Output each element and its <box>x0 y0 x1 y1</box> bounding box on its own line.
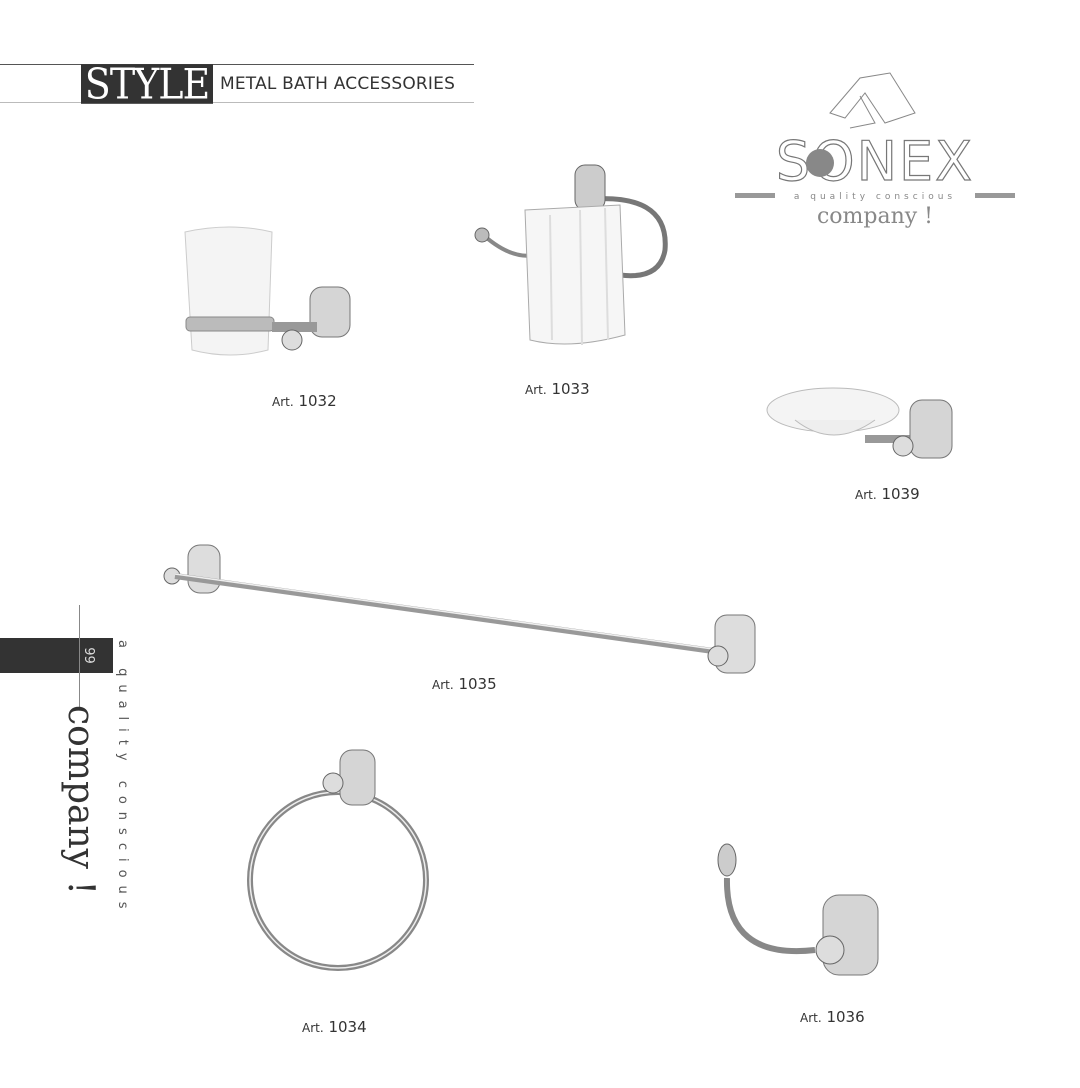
sonex-logo: SONEX a quality conscious company ! <box>735 72 1015 229</box>
header-rule-bottom <box>0 102 474 103</box>
robe-hook-image <box>717 843 879 976</box>
soap-dish-image <box>766 387 953 459</box>
category-title: METAL BATH ACCESSORIES <box>220 74 456 94</box>
logo-company: company ! <box>817 204 933 229</box>
series-title: STYLE <box>81 63 213 105</box>
side-company: company ! <box>60 705 101 895</box>
page-number: 99 <box>80 647 96 664</box>
product-caption-1035: Art. 1035 <box>432 675 497 693</box>
logo-brand: SONEX <box>776 130 974 193</box>
product-caption-1036: Art. 1036 <box>800 1008 865 1026</box>
product-caption-1033: Art. 1033 <box>525 380 590 398</box>
towel-ring-image <box>247 749 429 971</box>
product-caption-1034: Art. 1034 <box>302 1018 367 1036</box>
header-rule-top <box>0 64 474 65</box>
page-number-band <box>0 638 113 673</box>
towel-bar-image <box>163 544 756 674</box>
towel-holder-image <box>474 164 668 346</box>
logo-tagline: a quality conscious <box>794 192 956 202</box>
side-rule <box>79 605 80 707</box>
product-caption-1039: Art. 1039 <box>855 485 920 503</box>
side-tagline: a quality conscious <box>115 640 130 917</box>
tumbler-holder-image <box>184 226 351 356</box>
product-caption-1032: Art. 1032 <box>272 392 337 410</box>
